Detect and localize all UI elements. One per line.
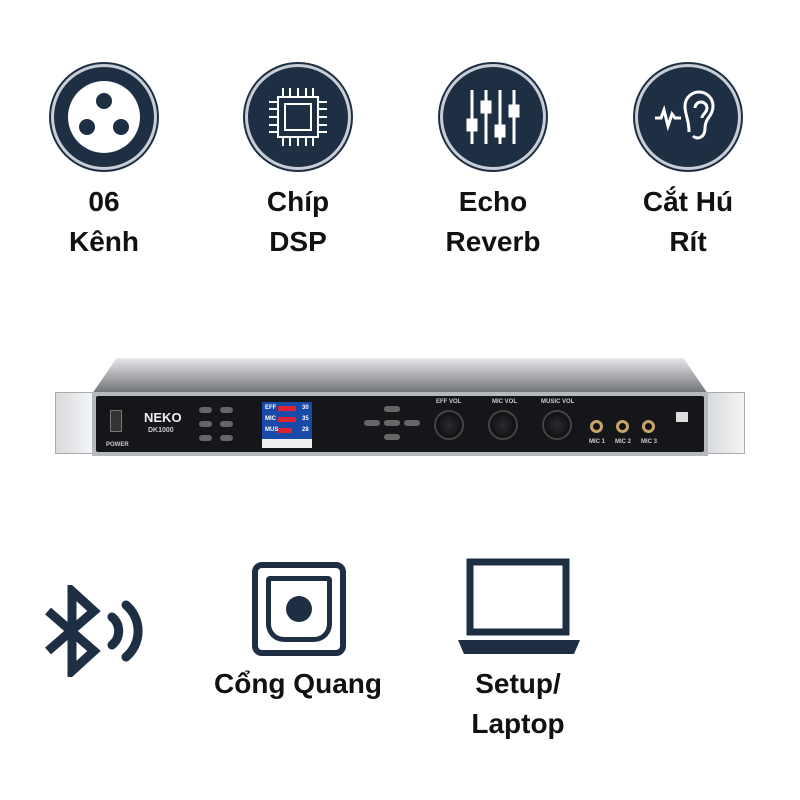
mic-vol-knob[interactable] [488,410,518,440]
optical-label: Cổng Quang [214,668,382,699]
power-switch[interactable] [110,410,122,432]
jack-label: MIC 2 [615,439,632,445]
knob-label: EFF VOL [436,399,462,405]
ear-soundwave-icon [635,64,741,170]
knob-label: MIC VOL [492,399,517,405]
power-label: POWER [106,442,129,448]
nav-center-button[interactable] [384,420,400,426]
level-bar [278,417,296,422]
feature-line2: Rít [669,226,707,257]
laptop-label-line2: Laptop [471,708,565,739]
equalizer-sliders-icon [440,64,546,170]
display-label: MUS [265,427,279,433]
usb-port-icon[interactable] [676,412,688,422]
feature-line1: Echo [458,186,528,217]
music-vol-knob[interactable] [542,410,572,440]
laptop-icon [456,558,582,663]
feature-line1: Cắt Hú [642,186,734,217]
panel-button[interactable] [199,421,212,427]
bluetooth-icon [40,580,160,682]
panel-button[interactable] [220,407,233,413]
level-bar [278,406,296,411]
feature-line1: 06 [88,186,120,217]
display-status-bar [262,439,312,448]
feature-line2: DSP [269,226,327,257]
display-value: 35 [302,416,309,422]
display-value: 28 [302,427,309,433]
knob-label: MUSIC VOL [541,399,575,405]
rack-ear-right [707,392,745,454]
mic-jack[interactable] [590,420,603,433]
feature-feedback: Cắt Hú Rít [598,64,778,262]
brand-logo: NEKO [144,410,182,425]
device-front-panel: POWER NEKO DK1000 EFF 30 MIC 35 MUS 28 EFF … [92,392,708,456]
model-label: DK1000 [148,427,174,434]
panel-button[interactable] [199,407,212,413]
jack-label: MIC 3 [641,439,658,445]
device-top-cover [92,358,708,394]
dsp-chip-icon [245,64,351,170]
eff-vol-knob[interactable] [434,410,464,440]
laptop-label-line1: Setup/ [475,668,561,699]
panel-button[interactable] [220,435,233,441]
mic-jack[interactable] [642,420,655,433]
nav-right-button[interactable] [404,420,420,426]
rack-ear-left [55,392,93,454]
optical-port-icon [252,562,346,656]
nav-up-button[interactable] [384,406,400,412]
feature-line2: Kênh [69,226,139,257]
jack-label: MIC 1 [589,439,606,445]
level-bar [278,428,292,433]
feature-line2: Reverb [445,226,541,257]
display-label: MIC [265,416,276,422]
feature-line1: Chíp [266,186,330,217]
panel-button[interactable] [199,435,212,441]
lcd-display: EFF 30 MIC 35 MUS 28 [262,402,312,448]
display-value: 30 [302,405,309,411]
nav-down-button[interactable] [384,434,400,440]
panel-button[interactable] [220,421,233,427]
mic-jack[interactable] [616,420,629,433]
laptop-label: Setup/Laptop [418,664,618,744]
xlr-connector-icon [51,64,157,170]
display-label: EFF [265,405,277,411]
nav-left-button[interactable] [364,420,380,426]
